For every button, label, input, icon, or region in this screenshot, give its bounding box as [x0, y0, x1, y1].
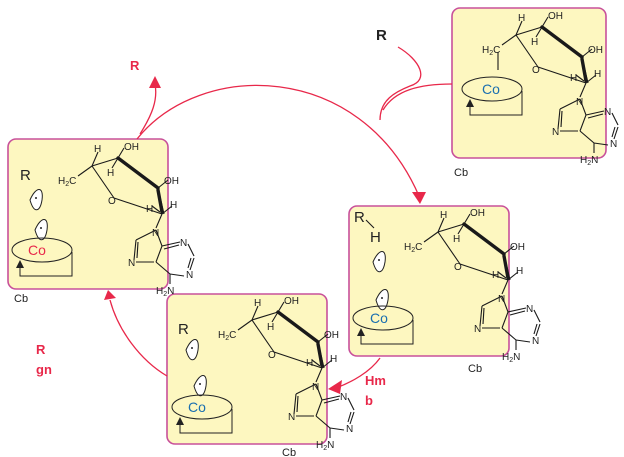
co-label: Co	[28, 242, 46, 258]
cycle-arrows	[104, 46, 453, 394]
r-label: R	[178, 321, 189, 338]
panel-caption: Cb	[282, 447, 296, 457]
arrowhead	[104, 290, 116, 300]
arrowhead	[412, 192, 426, 204]
h-label: H	[370, 229, 381, 246]
panel-product-release: R Co Cb	[7, 138, 196, 305]
co-label: Co	[188, 399, 206, 415]
substrate-label: R	[376, 27, 387, 44]
arrowhead	[328, 380, 342, 394]
co-label: Co	[482, 81, 500, 97]
r-label: R	[20, 167, 31, 184]
panel-caption: Cb	[454, 167, 468, 179]
substrate-in-arrow	[379, 46, 422, 121]
panel-box	[348, 205, 510, 357]
panel-caption: Cb	[14, 293, 28, 305]
co-label: Co	[370, 310, 388, 326]
panel-adenosylcobalamin: Co Cb	[451, 7, 620, 179]
bottom-note-line1: Hm	[365, 373, 386, 388]
panel-product-radical: R Co Cb	[166, 293, 356, 457]
panel-box	[7, 138, 169, 290]
product-label: R	[130, 58, 140, 73]
bottom-note-line2: b	[365, 393, 373, 408]
panel-substrate-radical: R H Co Cb	[348, 205, 542, 375]
r-label: R	[354, 209, 365, 226]
left-note-line1: R	[36, 342, 46, 357]
panel-caption: Cb	[468, 363, 482, 375]
arc-top	[136, 84, 420, 197]
arc-bottom-left	[109, 299, 168, 377]
left-note-line2: gn	[36, 362, 52, 377]
panel-box	[166, 293, 328, 445]
arrowhead	[149, 76, 161, 88]
